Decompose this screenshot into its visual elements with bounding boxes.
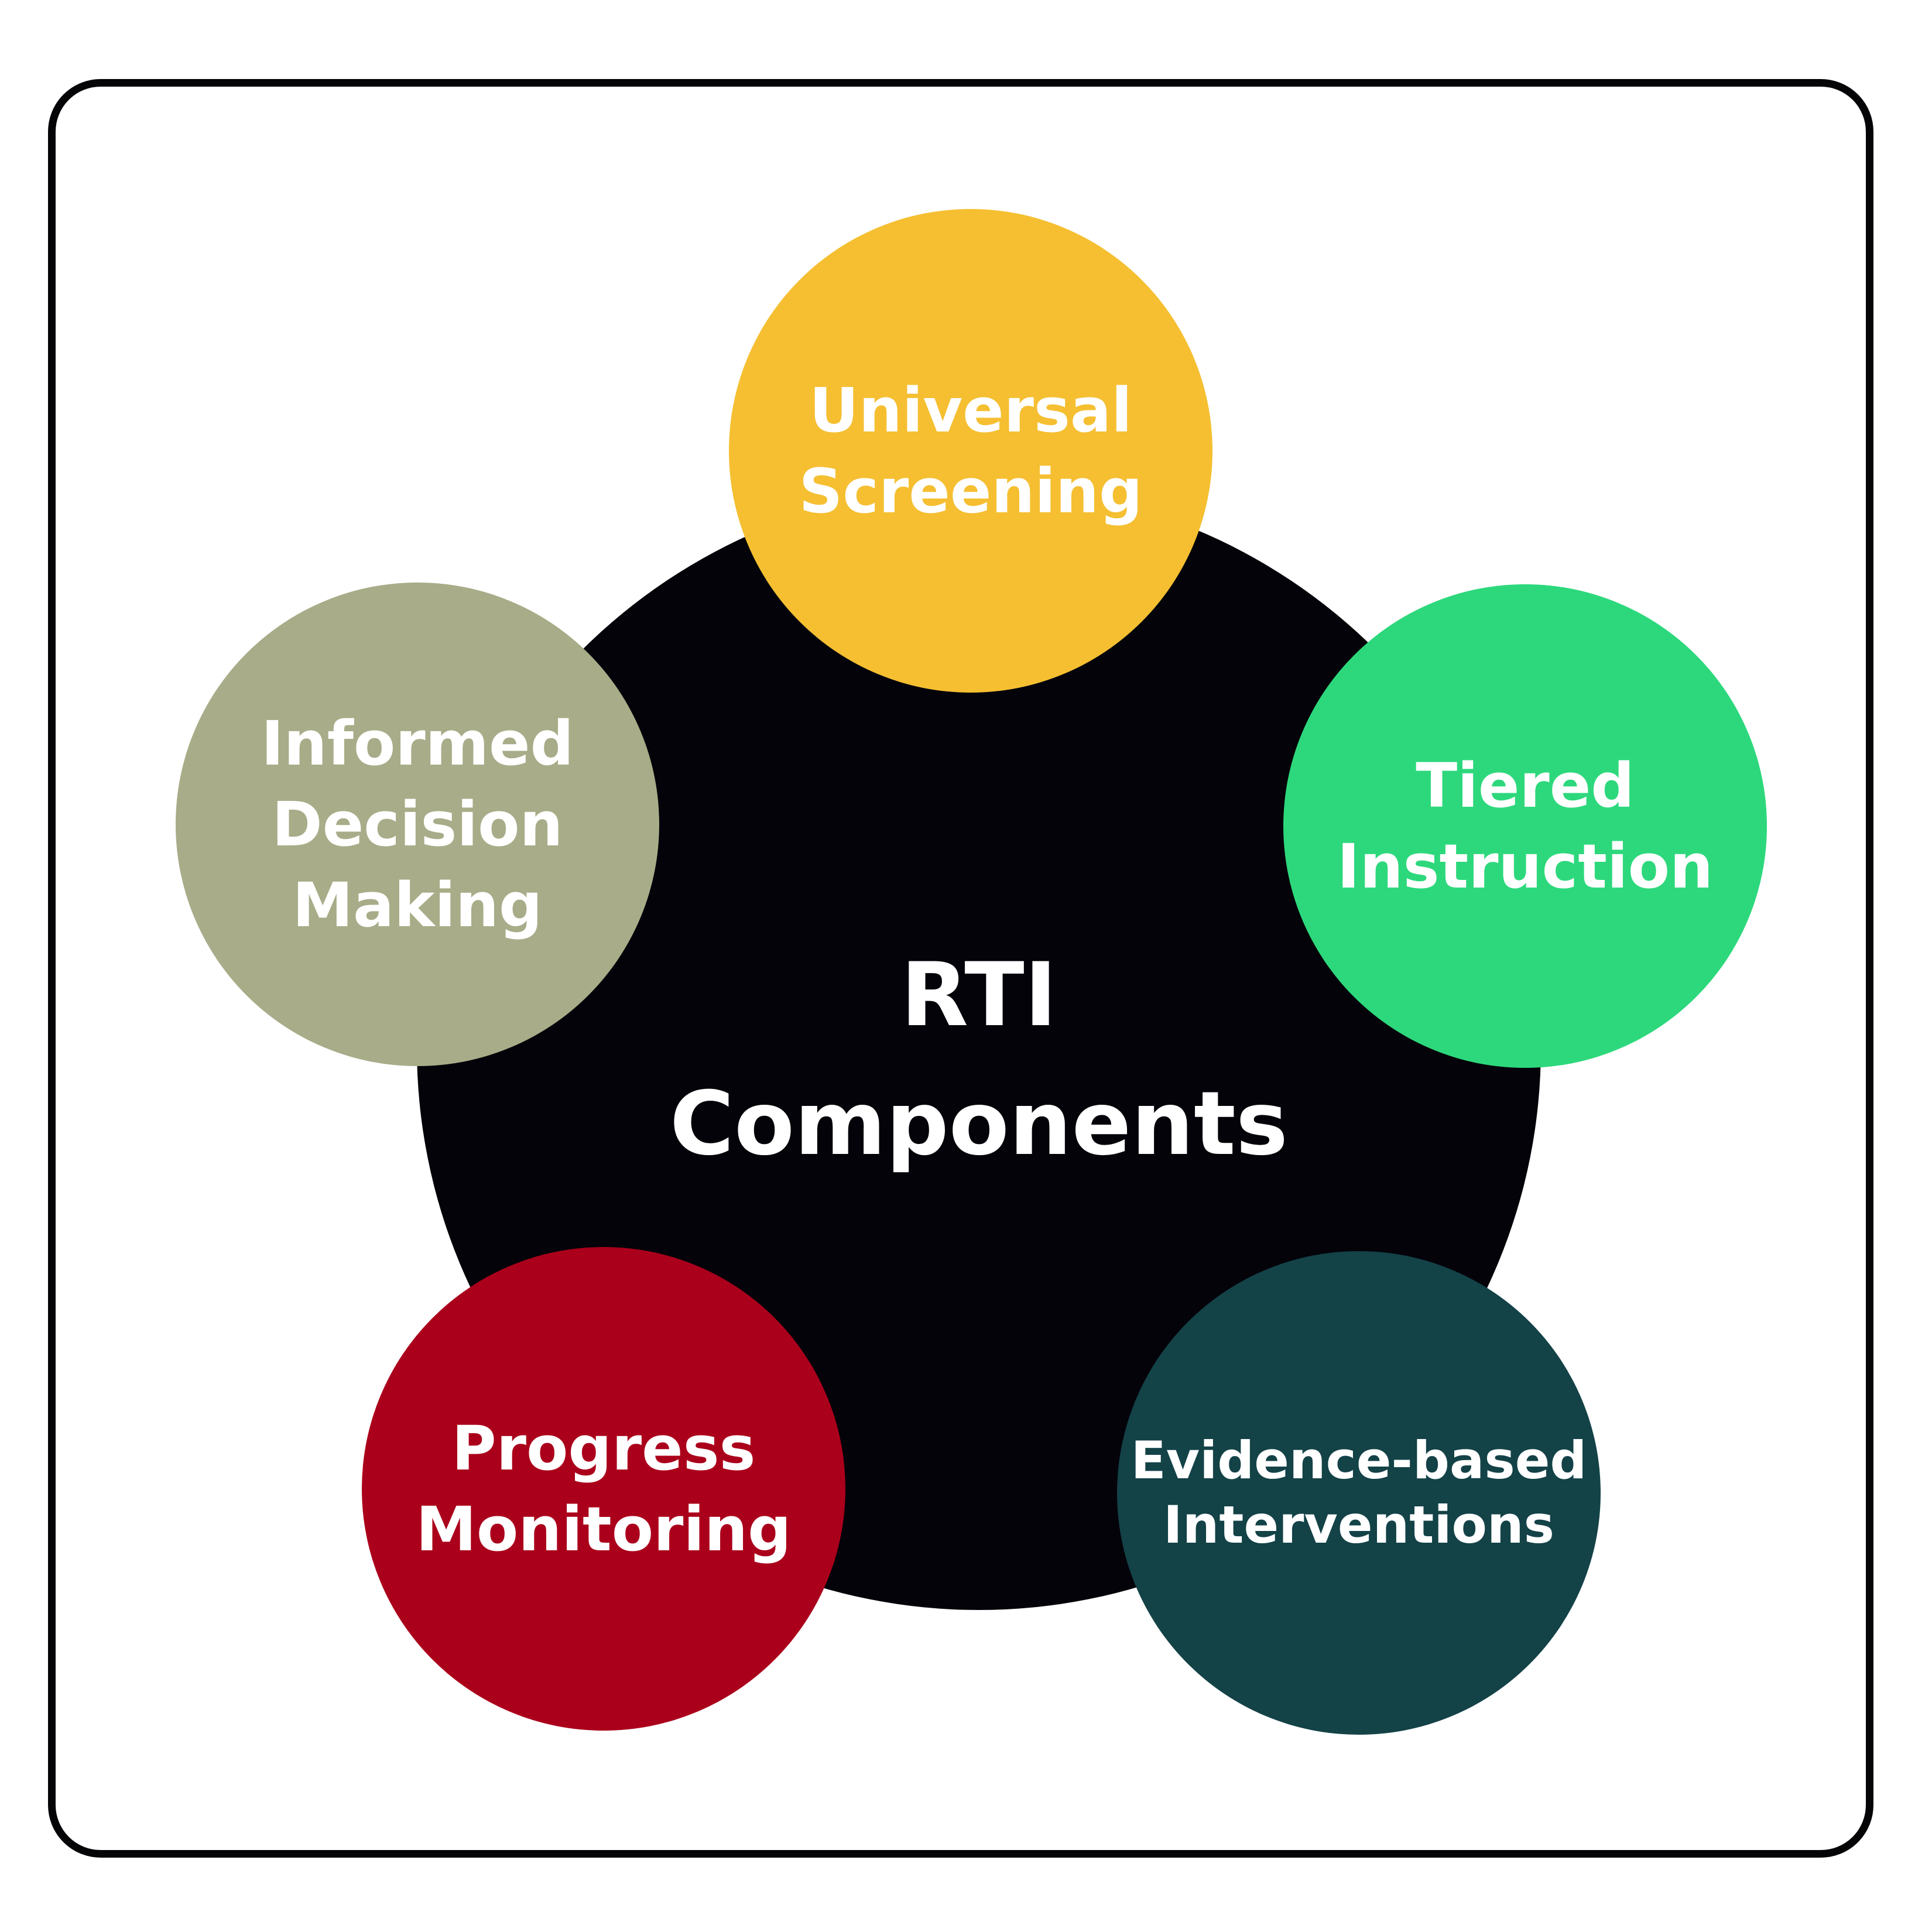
component-universal-screening: Universal Screening (729, 209, 1212, 693)
component-label-line: Progress (451, 1413, 756, 1484)
component-label-line: Decision (272, 789, 563, 860)
component-tiered-instruction: Tiered Instruction (1283, 584, 1767, 1068)
component-label-line: Monitoring (416, 1493, 792, 1565)
component-label-line: Tiered (1416, 750, 1635, 821)
component-label-line: Informed (261, 708, 574, 779)
center-title-line-2: Components (669, 1073, 1289, 1175)
component-progress-monitoring: Progress Monitoring (362, 1247, 845, 1731)
component-label-line: Screening (799, 455, 1143, 527)
component-label-line: Universal (809, 375, 1132, 446)
component-label-line: Instruction (1337, 831, 1714, 902)
component-label-line: Making (292, 869, 543, 941)
component-label-line: Interventions (1163, 1495, 1554, 1555)
component-label-line: Evidence-based (1131, 1430, 1587, 1491)
center-title-line-1: RTI (900, 944, 1057, 1046)
component-evidence-based-interventions: Evidence-based Interventions (1117, 1251, 1601, 1735)
component-informed-decision-making: Informed Decision Making (176, 583, 659, 1066)
